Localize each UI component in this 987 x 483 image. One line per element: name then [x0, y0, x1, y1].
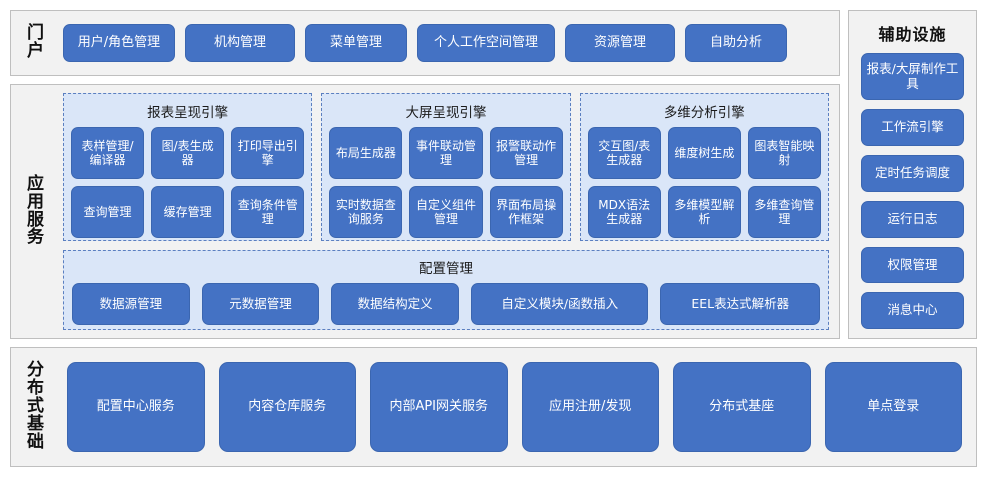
node-cache-management[interactable]: 缓存管理 — [151, 186, 225, 238]
node-realtime-data-query-service[interactable]: 实时数据查询服务 — [329, 186, 403, 238]
dist-item-app-registry-discovery[interactable]: 应用注册/发现 — [521, 362, 659, 452]
engine-large-screen-rendering: 大屏呈现引擎 布局生成器 事件联动管理 报警联动作管理 实时数据查询服务 自定义… — [321, 93, 571, 241]
node-chart-table-generator[interactable]: 图/表生成器 — [151, 127, 225, 179]
node-interactive-chart-table-generator[interactable]: 交互图/表生成器 — [587, 127, 661, 179]
node-multidimensional-query-management[interactable]: 多维查询管理 — [747, 186, 821, 238]
engine-large-screen-rendering-items: 布局生成器 事件联动管理 报警联动作管理 实时数据查询服务 自定义组件管理 界面… — [329, 127, 563, 238]
application-services-content: 报表呈现引擎 表样管理/编译器 图/表生成器 打印导出引擎 查询管理 缓存管理 … — [63, 93, 829, 330]
dist-item-internal-api-gateway-service[interactable]: 内部API网关服务 — [370, 362, 508, 452]
aux-item-runtime-log[interactable]: 运行日志 — [861, 200, 964, 238]
portal-item-self-service-analysis[interactable]: 自助分析 — [685, 24, 787, 62]
engine-report-rendering-items: 表样管理/编译器 图/表生成器 打印导出引擎 查询管理 缓存管理 查询条件管理 — [71, 127, 305, 238]
auxiliary-facilities-items: 报表/大屏制作工具 工作流引擎 定时任务调度 运行日志 权限管理 消息中心 — [861, 53, 964, 329]
node-data-structure-definition[interactable]: 数据结构定义 — [331, 283, 459, 325]
dist-item-config-center-service[interactable]: 配置中心服务 — [67, 362, 205, 452]
engine-report-rendering-title: 报表呈现引擎 — [147, 105, 229, 121]
engine-large-screen-rendering-title: 大屏呈现引擎 — [405, 105, 487, 121]
distributed-base-items: 配置中心服务 内容仓库服务 内部API网关服务 应用注册/发现 分布式基座 单点… — [67, 362, 962, 452]
configuration-management-items: 数据源管理 元数据管理 数据结构定义 自定义模块/函数插入 EEL表达式解析器 — [72, 283, 821, 325]
node-mdx-syntax-generator[interactable]: MDX语法生成器 — [587, 186, 661, 238]
dist-item-distributed-foundation[interactable]: 分布式基座 — [673, 362, 811, 452]
engine-multidimensional-analysis: 多维分析引擎 交互图/表生成器 维度树生成 图表智能映射 MDX语法生成器 多维… — [579, 93, 829, 241]
auxiliary-facilities-section: 辅助设施 报表/大屏制作工具 工作流引擎 定时任务调度 运行日志 权限管理 消息… — [848, 10, 977, 339]
node-query-condition-management[interactable]: 查询条件管理 — [231, 186, 305, 238]
portal-items: 用户/角色管理 机构管理 菜单管理 个人工作空间管理 资源管理 自助分析 — [63, 23, 827, 63]
portal-item-resource-management[interactable]: 资源管理 — [565, 24, 675, 62]
distributed-base-section-label: 分布式基础 — [27, 360, 45, 452]
auxiliary-facilities-section-label: 辅助设施 — [878, 25, 947, 44]
dist-item-single-sign-on[interactable]: 单点登录 — [824, 362, 962, 452]
aux-item-message-center[interactable]: 消息中心 — [861, 292, 964, 329]
aux-item-permission-management[interactable]: 权限管理 — [861, 246, 964, 284]
engines-row: 报表呈现引擎 表样管理/编译器 图/表生成器 打印导出引擎 查询管理 缓存管理 … — [63, 93, 829, 241]
portal-section-label: 门户 — [27, 23, 45, 61]
portal-item-org-management[interactable]: 机构管理 — [185, 24, 295, 62]
distributed-base-section: 分布式基础 配置中心服务 内容仓库服务 内部API网关服务 应用注册/发现 分布… — [10, 347, 977, 467]
aux-item-scheduled-task-scheduling[interactable]: 定时任务调度 — [861, 155, 964, 192]
portal-section: 门户 用户/角色管理 机构管理 菜单管理 个人工作空间管理 资源管理 自助分析 — [10, 10, 840, 76]
node-chart-smart-mapping[interactable]: 图表智能映射 — [747, 127, 821, 179]
engine-multidimensional-analysis-items: 交互图/表生成器 维度树生成 图表智能映射 MDX语法生成器 多维模型解析 多维… — [587, 127, 821, 238]
node-metadata-management[interactable]: 元数据管理 — [201, 283, 320, 325]
node-multidimensional-model-parsing[interactable]: 多维模型解析 — [667, 186, 741, 238]
node-query-management[interactable]: 查询管理 — [71, 186, 145, 238]
node-layout-generator[interactable]: 布局生成器 — [329, 127, 403, 179]
aux-item-report-large-screen-authoring-tool[interactable]: 报表/大屏制作工具 — [861, 53, 964, 101]
portal-item-user-role-management[interactable]: 用户/角色管理 — [63, 24, 175, 62]
node-alarm-linkage-action-management[interactable]: 报警联动作管理 — [489, 127, 563, 179]
node-datasource-management[interactable]: 数据源管理 — [72, 283, 190, 325]
engine-multidimensional-analysis-title: 多维分析引擎 — [663, 105, 745, 121]
configuration-management-panel: 配置管理 数据源管理 元数据管理 数据结构定义 自定义模块/函数插入 EEL表达… — [63, 250, 829, 330]
node-dimension-tree-generation[interactable]: 维度树生成 — [667, 127, 741, 179]
application-services-section-label: 应用服务 — [27, 173, 45, 248]
node-ui-layout-operation-framework[interactable]: 界面布局操作框架 — [489, 186, 563, 238]
aux-item-workflow-engine[interactable]: 工作流引擎 — [861, 109, 964, 147]
engine-report-rendering: 报表呈现引擎 表样管理/编译器 图/表生成器 打印导出引擎 查询管理 缓存管理 … — [63, 93, 313, 241]
configuration-management-title: 配置管理 — [419, 261, 473, 277]
node-custom-module-function-insertion[interactable]: 自定义模块/函数插入 — [470, 283, 649, 325]
node-eel-expression-parser[interactable]: EEL表达式解析器 — [660, 283, 821, 325]
node-event-linkage-management[interactable]: 事件联动管理 — [409, 127, 483, 179]
dist-item-content-repository-service[interactable]: 内容仓库服务 — [218, 362, 356, 452]
node-print-export-engine[interactable]: 打印导出引擎 — [231, 127, 305, 179]
portal-item-menu-management[interactable]: 菜单管理 — [305, 24, 407, 62]
node-custom-component-management[interactable]: 自定义组件管理 — [409, 186, 483, 238]
node-report-template-management-compiler[interactable]: 表样管理/编译器 — [71, 127, 145, 179]
application-services-section: 应用服务 报表呈现引擎 表样管理/编译器 图/表生成器 打印导出引擎 查询管理 … — [10, 84, 840, 339]
portal-item-personal-workspace-management[interactable]: 个人工作空间管理 — [417, 24, 555, 62]
